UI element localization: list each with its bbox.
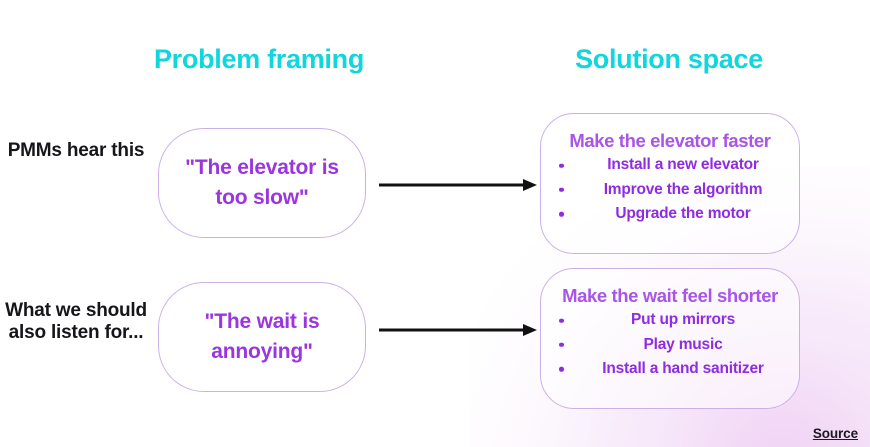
problem-text-row1: "The elevator is too slow" (185, 155, 339, 209)
bullet-dot-icon (559, 163, 564, 168)
problem-box-row1: "The elevator is too slow" (158, 128, 366, 238)
solution-title-row1: Make the elevator faster (569, 130, 771, 151)
problem-text-row2: "The wait is annoying" (204, 309, 320, 363)
bullet-dot-icon (559, 212, 564, 217)
row-label-pmms-hear-this: PMMs hear this (7, 140, 145, 161)
source-link[interactable]: Source (812, 426, 858, 441)
column-header-solution-space: Solution space (575, 44, 763, 74)
bullet-dot-icon (559, 318, 564, 323)
list-item: Install a new elevator (541, 153, 799, 177)
list-item-label: Install a hand sanitizer (602, 360, 764, 378)
bullet-dot-icon (559, 342, 564, 348)
solution-title-row2: Make the wait feel shorter (562, 285, 778, 306)
bullet-dot-icon (559, 367, 564, 372)
list-item: Put up mirrors (541, 308, 799, 332)
solution-bullet-list-row2: Put up mirrors Play music Install a hand… (541, 308, 799, 381)
solution-box-row1: Make the elevator faster Install a new e… (540, 113, 800, 254)
arrow-right-icon-row1 (379, 179, 537, 191)
list-item-label: Put up mirrors (631, 311, 735, 329)
list-item: Upgrade the motor (541, 202, 799, 226)
list-item: Improve the algorithm (541, 178, 799, 202)
list-item-label: Install a new elevator (607, 156, 759, 174)
column-header-problem-framing: Problem framing (153, 44, 365, 74)
list-item-label: Play music (643, 335, 723, 353)
arrow-right-icon-row2 (379, 324, 537, 336)
solution-bullet-list-row1: Install a new elevator Improve the algor… (541, 153, 799, 226)
list-item-label: Improve the algorithm (603, 180, 763, 198)
problem-box-row2: "The wait is annoying" (158, 282, 366, 392)
list-item-label: Upgrade the motor (615, 205, 751, 223)
list-item: Install a hand sanitizer (541, 357, 799, 381)
row-label-what-we-should-listen-for: What we should also listen for... (5, 300, 147, 344)
list-item: Play music (541, 333, 799, 357)
solution-box-row2: Make the wait feel shorter Put up mirror… (540, 268, 800, 409)
bullet-dot-icon (559, 187, 564, 193)
